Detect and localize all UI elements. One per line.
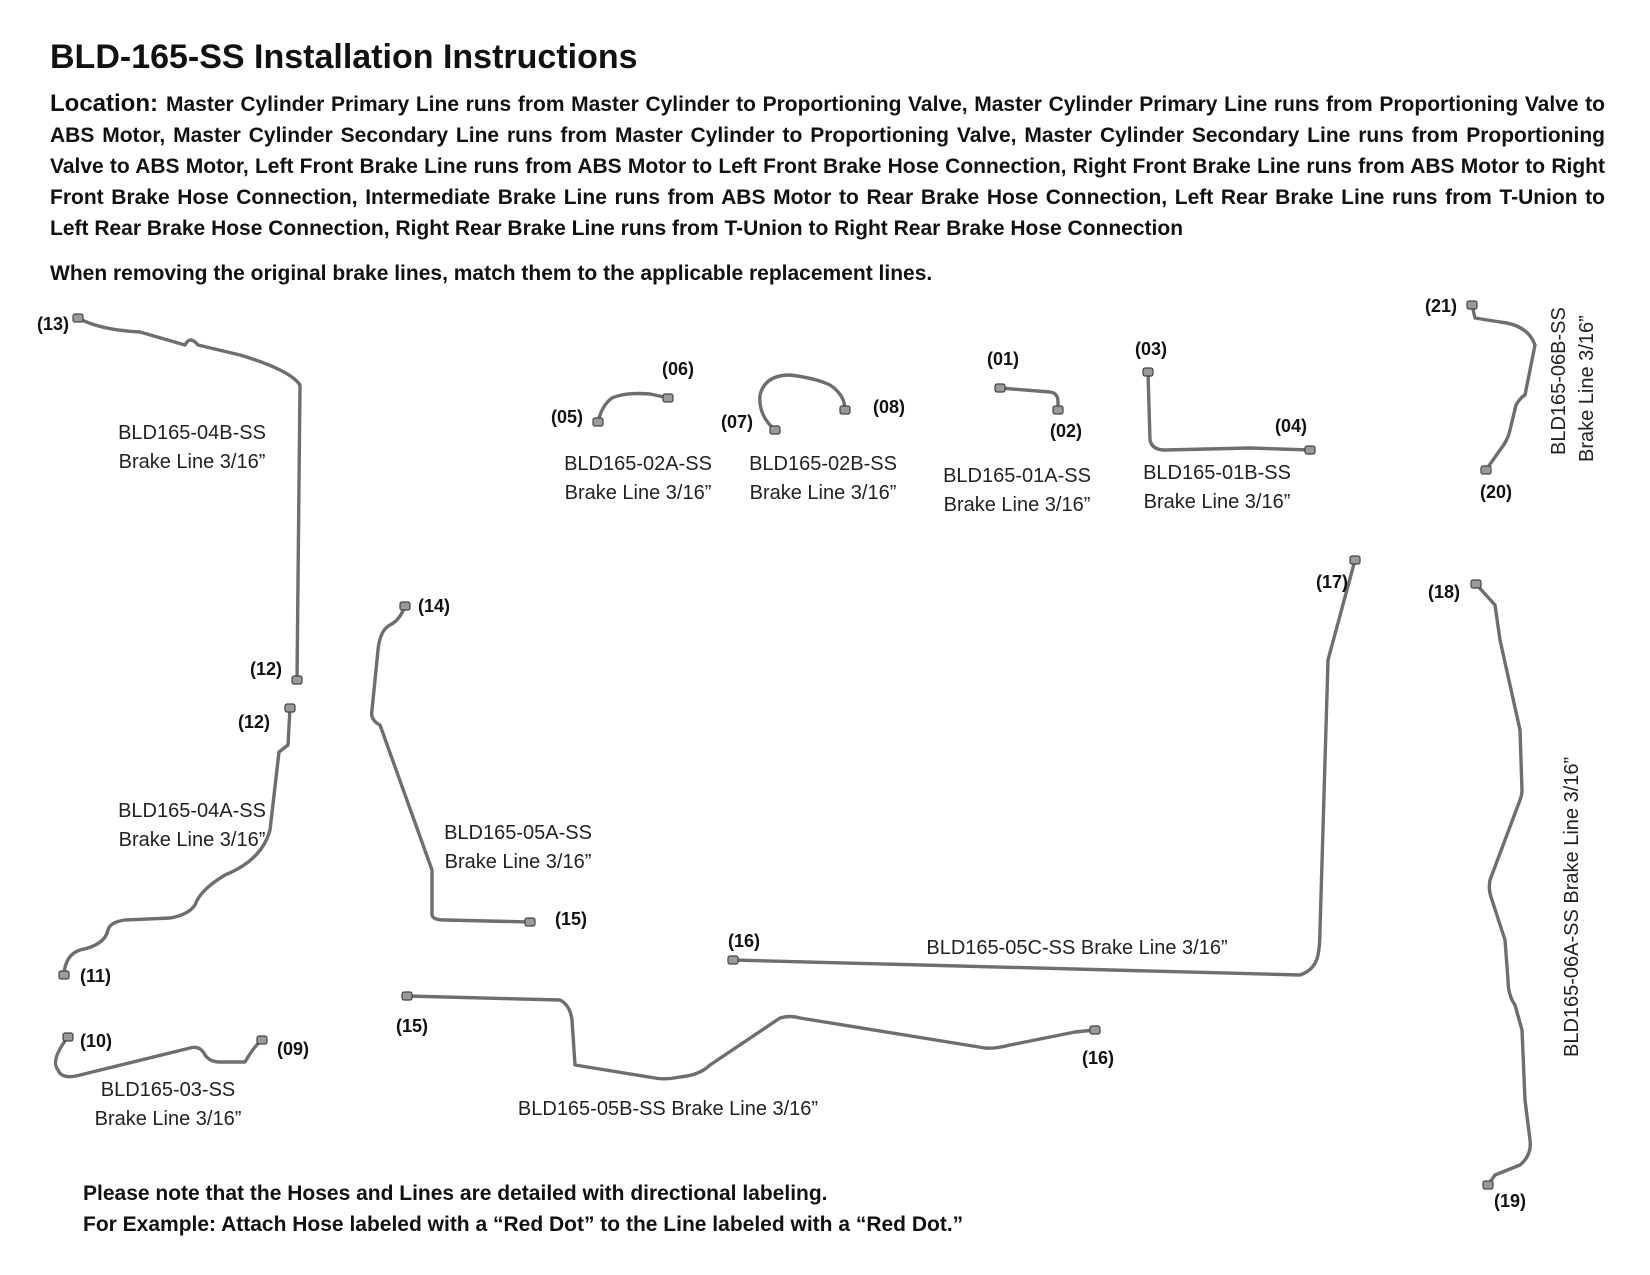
line-01a: BLD165-01A-SS Brake Line 3/16” (01) (02) [943,349,1091,516]
location-text: Master Cylinder Primary Line runs from M… [50,93,1605,240]
footer-note: Please note that the Hoses and Lines are… [83,1178,963,1240]
line-01b-part: BLD165-01B-SS [1143,462,1291,484]
footer-line-2: For Example: Attach Hose labeled with a … [83,1213,964,1236]
line-04a: BLD165-04A-SS Brake Line 3/16” (12) (11) [80,712,270,986]
line-01b-tube [1146,370,1312,452]
line-03-size: Brake Line 3/16” [95,1108,242,1130]
page-title: BLD-165-SS Installation Instructions [50,38,638,76]
line-06b-part: BLD165-06B-SS [1548,307,1570,455]
line-01a-tube [998,386,1060,412]
line-04b-tube [76,316,302,682]
point-12-upper: (12) [250,659,282,679]
line-02a-tube [596,391,670,424]
point-05: (05) [551,407,583,427]
line-06a: BLD165-06A-SS Brake Line 3/16” (18) (19) [1428,582,1583,1211]
line-05a-part: BLD165-05A-SS [444,822,592,844]
line-06b-tube [1470,303,1537,472]
point-19: (19) [1494,1191,1526,1211]
point-13: (13) [37,314,69,334]
point-07: (07) [721,412,753,432]
line-06b: BLD165-06B-SS Brake Line 3/16” (21) (20) [1425,296,1598,502]
matching-note: When removing the original brake lines, … [50,262,933,285]
line-02a: BLD165-02A-SS Brake Line 3/16” (05) (06) [551,359,712,504]
point-09: (09) [277,1039,309,1059]
line-01b: BLD165-01B-SS Brake Line 3/16” (03) (04) [1135,339,1307,513]
line-05a-size: Brake Line 3/16” [445,851,592,873]
location-label: Location: [50,90,158,117]
line-01a-size: Brake Line 3/16” [944,494,1091,516]
line-05b-label: BLD165-05B-SS Brake Line 3/16” [518,1098,818,1120]
line-05b-tube [405,994,1097,1081]
point-14: (14) [418,596,450,616]
point-16-lower: (16) [1082,1048,1114,1068]
line-06a-label: BLD165-06A-SS Brake Line 3/16” [1561,757,1583,1057]
line-05a: BLD165-05A-SS Brake Line 3/16” (14) (15) [418,596,592,929]
footer-line-1: Please note that the Hoses and Lines are… [83,1182,828,1205]
line-02a-size: Brake Line 3/16” [565,482,712,504]
line-04a-tube [62,706,292,977]
line-05b: BLD165-05B-SS Brake Line 3/16” (15) (16) [396,1016,1114,1120]
line-02b: BLD165-02B-SS Brake Line 3/16” (07) (08) [721,397,905,504]
point-18: (18) [1428,582,1460,602]
line-01a-part: BLD165-01A-SS [943,465,1091,487]
line-05c-tube [731,558,1357,977]
line-01b-size: Brake Line 3/16” [1144,491,1291,513]
line-04b-part: BLD165-04B-SS [118,422,266,444]
line-02b-tube [758,373,847,432]
line-04a-part: BLD165-04A-SS [118,800,266,822]
line-02b-part: BLD165-02B-SS [749,453,897,475]
point-17: (17) [1316,572,1348,592]
line-03: BLD165-03-SS Brake Line 3/16” (10) (09) [80,1031,309,1130]
line-04a-size: Brake Line 3/16” [119,829,266,851]
line-05a-tube [369,604,532,924]
line-03-tube [53,1035,264,1079]
point-20: (20) [1480,482,1512,502]
line-06a-tube [1474,582,1532,1187]
point-15-left: (15) [396,1016,428,1036]
line-02b-size: Brake Line 3/16” [750,482,897,504]
line-05c-label: BLD165-05C-SS Brake Line 3/16” [926,937,1227,959]
point-11: (11) [80,966,111,986]
location-paragraph: Location:Master Cylinder Primary Line ru… [50,88,1605,244]
line-04b-size: Brake Line 3/16” [119,451,266,473]
point-12-lower: (12) [238,712,270,732]
point-15-right: (15) [555,909,587,929]
point-10: (10) [80,1031,112,1051]
point-06: (06) [662,359,694,379]
line-03-part: BLD165-03-SS [101,1079,236,1101]
point-08: (08) [873,397,905,417]
line-05c: BLD165-05C-SS Brake Line 3/16” (16) (17) [728,572,1348,959]
line-06b-size: Brake Line 3/16” [1576,315,1598,462]
point-02: (02) [1050,421,1082,441]
line-04b: BLD165-04B-SS Brake Line 3/16” (13) (12) [37,314,282,679]
point-01: (01) [987,349,1019,369]
point-04: (04) [1275,416,1307,436]
line-02a-part: BLD165-02A-SS [564,453,712,475]
point-16-upper: (16) [728,931,760,951]
point-03: (03) [1135,339,1167,359]
point-21: (21) [1425,296,1457,316]
